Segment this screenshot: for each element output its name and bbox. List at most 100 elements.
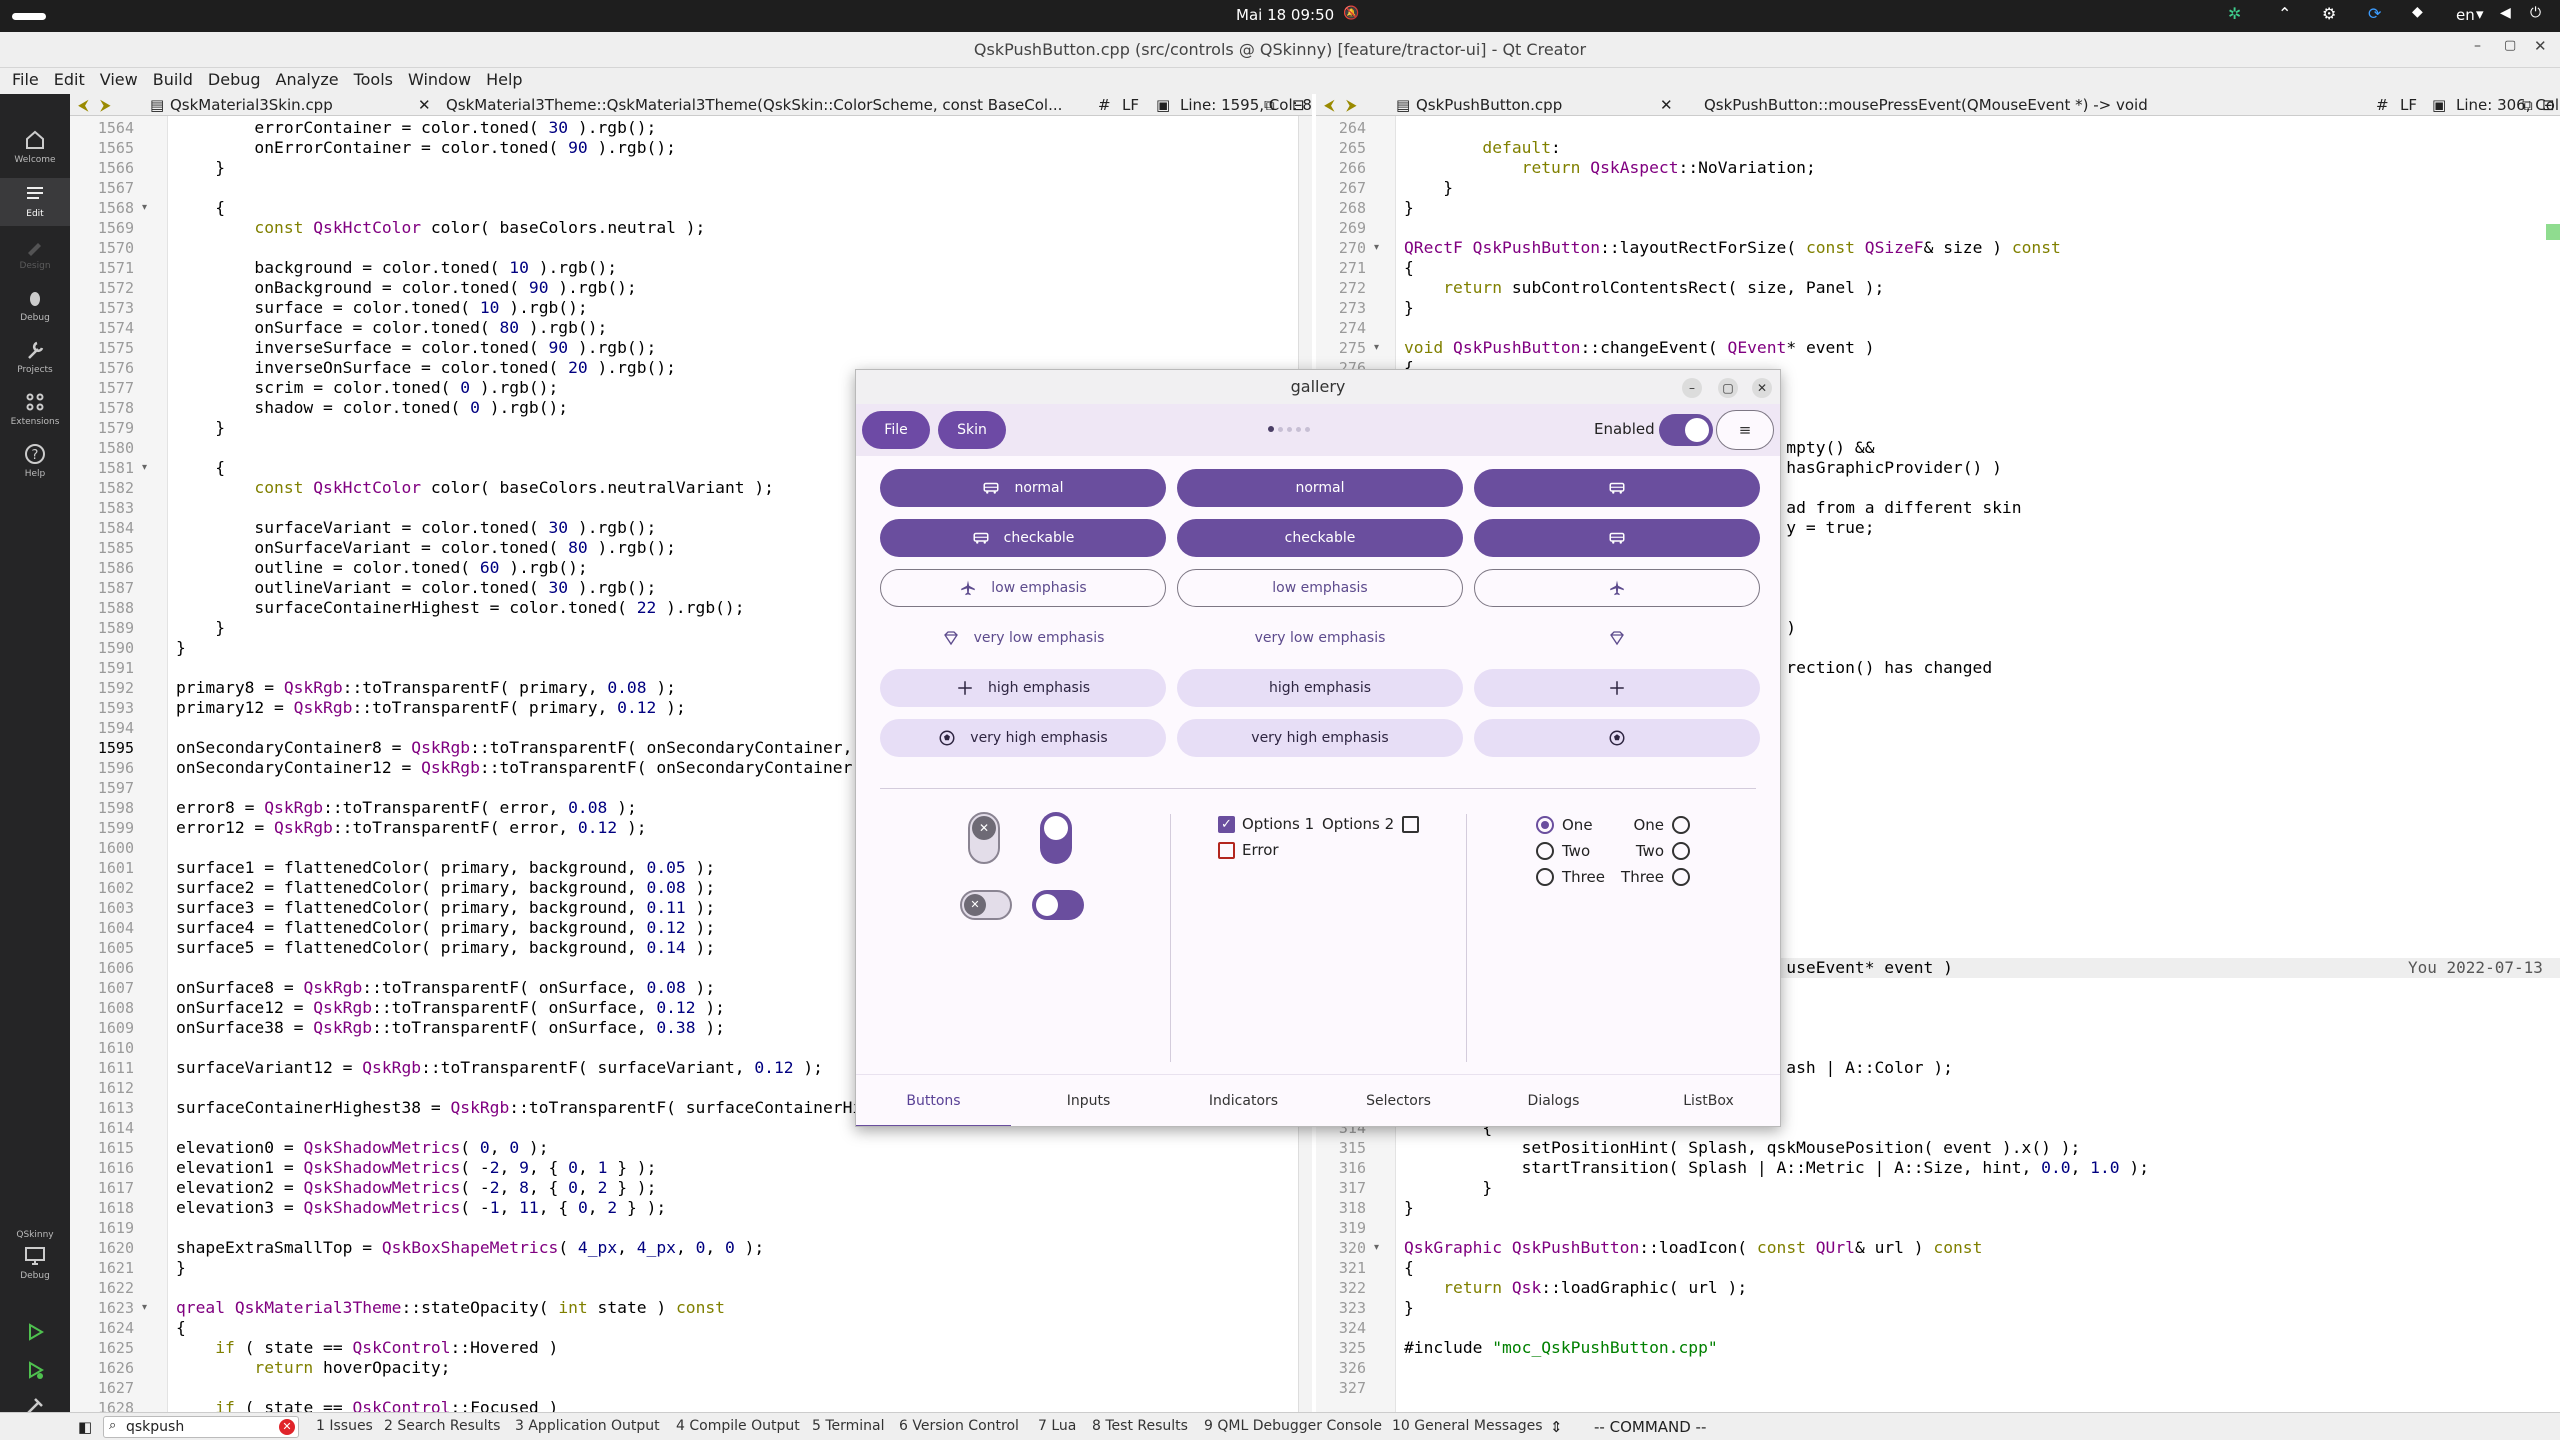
split-icon[interactable]: ▣ <box>1156 96 1171 114</box>
low-emphasis-button[interactable]: low emphasis <box>1177 569 1463 607</box>
tray-bluetooth-icon[interactable]: ⚙ <box>2322 4 2337 23</box>
nav-forward-icon[interactable]: ⮞ <box>1346 96 1357 114</box>
high-emphasis-button[interactable] <box>1474 669 1760 707</box>
fold-marker-icon[interactable]: ▾ <box>142 202 148 213</box>
menu-build[interactable]: Build <box>152 70 193 89</box>
clear-search-icon[interactable]: ✕ <box>279 1419 295 1435</box>
sidebar-toggle-icon[interactable]: ◧ <box>78 1418 93 1436</box>
menu-analyze[interactable]: Analyze <box>275 70 339 89</box>
close-icon[interactable]: ✕ <box>1752 378 1772 398</box>
close-split-icon[interactable]: ⊟ <box>1292 96 1305 114</box>
output-tab[interactable]: 3 Application Output <box>515 1418 660 1434</box>
vertical-switch-off[interactable]: ✕ <box>968 812 1000 864</box>
keyboard-language[interactable]: en <box>2456 6 2475 24</box>
fold-marker-icon[interactable]: ▾ <box>142 462 148 473</box>
menu-help[interactable]: Help <box>486 70 523 89</box>
activities-icon[interactable] <box>12 13 46 20</box>
high-emphasis-button[interactable]: high emphasis <box>1177 669 1463 707</box>
locator-field[interactable]: ⌕ qskpush ✕ <box>103 1416 299 1438</box>
enabled-switch[interactable] <box>1659 414 1713 446</box>
radio-three[interactable] <box>1672 868 1690 886</box>
mode-welcome[interactable]: Welcome <box>0 128 70 165</box>
code-area-right[interactable]: default: return QskAspect::NoVariation; … <box>1396 116 2544 1412</box>
menu-window[interactable]: Window <box>408 70 472 89</box>
radio-one[interactable] <box>1536 816 1554 834</box>
radio-three[interactable] <box>1536 868 1554 886</box>
very-low-emphasis-button[interactable] <box>1474 619 1760 657</box>
drawer-menu-button[interactable]: ≡ <box>1716 410 1774 450</box>
checkable-button[interactable]: checkable <box>880 519 1166 557</box>
maximize-icon[interactable]: ▢ <box>2504 38 2517 53</box>
code-area-left[interactable]: errorContainer = color.toned( 30 ).rgb()… <box>168 116 1298 1412</box>
menu-tools[interactable]: Tools <box>353 70 393 89</box>
very-high-emphasis-button[interactable] <box>1474 719 1760 757</box>
tray-fold-icon[interactable]: ⌃ <box>2278 4 2292 23</box>
mode-projects[interactable]: Projects <box>0 338 70 375</box>
mode-edit[interactable]: Edit <box>0 178 70 226</box>
normal-button[interactable]: normal <box>1177 469 1463 507</box>
split-editor-icon[interactable]: ⧉ <box>1264 96 1275 114</box>
checkbox-options-1[interactable]: ✓ <box>1218 816 1235 833</box>
output-tab[interactable]: 1 Issues <box>316 1418 373 1434</box>
document-selector[interactable]: QskPushButton.cpp <box>1416 96 1563 114</box>
output-tab[interactable]: 5 Terminal <box>812 1418 885 1434</box>
volume-icon[interactable]: ◀ <box>2500 5 2511 21</box>
file-menu-button[interactable]: File <box>862 411 930 449</box>
checkbox-error[interactable] <box>1218 842 1235 859</box>
output-tab[interactable]: 6 Version Control <box>899 1418 1019 1434</box>
tab-indicators[interactable]: Indicators <box>1208 1093 1279 1109</box>
power-icon[interactable]: ⏻ <box>2530 5 2542 21</box>
very-low-emphasis-button[interactable]: very low emphasis <box>880 619 1166 657</box>
very-low-emphasis-button[interactable]: very low emphasis <box>1177 619 1463 657</box>
normal-button[interactable] <box>1474 469 1760 507</box>
page-indicator[interactable] <box>1268 426 1310 432</box>
high-emphasis-button[interactable]: high emphasis <box>880 669 1166 707</box>
tab-dialogs[interactable]: Dialogs <box>1527 1093 1580 1109</box>
tray-share-icon[interactable]: ✲ <box>2228 4 2242 23</box>
tab-listbox[interactable]: ListBox <box>1683 1093 1734 1109</box>
checkable-button[interactable]: checkable <box>1177 519 1463 557</box>
tray-dropbox-icon[interactable]: ◆ <box>2412 4 2423 20</box>
line-ending[interactable]: LF <box>1122 96 1139 114</box>
menu-view[interactable]: View <box>99 70 138 89</box>
very-high-emphasis-button[interactable]: very high emphasis <box>1177 719 1463 757</box>
wifi-icon[interactable]: ▾ <box>2476 5 2484 23</box>
nav-forward-icon[interactable]: ⮞ <box>100 96 111 114</box>
build-button[interactable] <box>0 1394 70 1421</box>
close-icon[interactable]: ✕ <box>2534 37 2547 55</box>
low-emphasis-button[interactable]: low emphasis <box>880 569 1166 607</box>
tab-inputs[interactable]: Inputs <box>1066 1093 1111 1109</box>
split-icon[interactable]: ▣ <box>2432 96 2447 114</box>
tray-sync-icon[interactable]: ⟳ <box>2368 4 2382 23</box>
cursor-position[interactable]: Line: 1595, Col: 81 <box>1180 96 1312 114</box>
mode-design[interactable]: Design <box>0 234 70 271</box>
output-tab[interactable]: 10 General Messages <box>1392 1418 1543 1434</box>
mode-help[interactable]: ? Help <box>0 442 70 479</box>
clock[interactable]: Mai 18 09:50 <box>1236 6 1335 24</box>
symbol-selector[interactable]: QskMaterial3Theme::QskMaterial3Theme(Qsk… <box>446 96 1063 114</box>
menu-edit[interactable]: Edit <box>53 70 85 89</box>
nav-back-icon[interactable]: ⮜ <box>78 96 89 114</box>
fold-marker-icon[interactable]: ▾ <box>1374 242 1380 253</box>
radio-two[interactable] <box>1536 842 1554 860</box>
kit-selector[interactable]: QSkinny Debug <box>0 1230 70 1281</box>
minimize-icon[interactable]: – <box>2474 38 2481 54</box>
radio-one[interactable] <box>1672 816 1690 834</box>
vertical-switch-on[interactable] <box>1040 812 1072 864</box>
mode-debug[interactable]: Debug <box>0 286 70 323</box>
pane-selector-icon[interactable]: ⇕ <box>1550 1418 1563 1436</box>
cursor-position[interactable]: Line: 306, Col: 22 <box>2456 96 2560 114</box>
tab-buttons[interactable]: Buttons <box>906 1093 961 1109</box>
debug-run-button[interactable] <box>0 1358 70 1385</box>
normal-button[interactable]: normal <box>880 469 1166 507</box>
radio-two[interactable] <box>1672 842 1690 860</box>
close-split-icon[interactable]: ⊟ <box>2542 96 2555 114</box>
horizontal-switch-off[interactable]: ✕ <box>960 890 1012 920</box>
menu-file[interactable]: File <box>12 70 39 89</box>
split-editor-icon[interactable]: ⧉ <box>2522 96 2533 114</box>
output-tab[interactable]: 9 QML Debugger Console <box>1204 1418 1383 1434</box>
output-tab[interactable]: 8 Test Results <box>1092 1418 1188 1434</box>
fold-marker-icon[interactable]: ▾ <box>1374 1242 1380 1253</box>
menu-debug[interactable]: Debug <box>207 70 261 89</box>
tab-selectors[interactable]: Selectors <box>1366 1093 1431 1109</box>
